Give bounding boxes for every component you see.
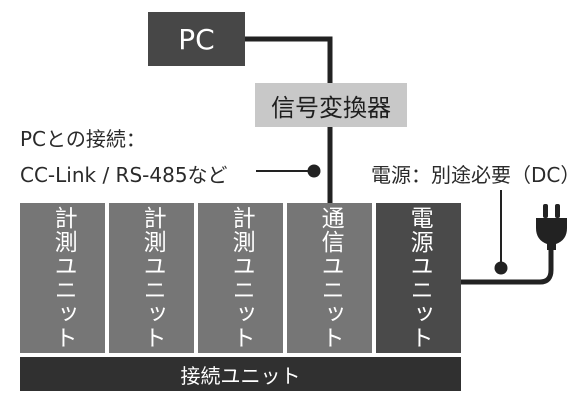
connection-unit-label: 接続ユニット: [180, 363, 301, 388]
power-unit: 電源ユニット: [376, 203, 461, 353]
unit-label: 計測ユニット: [139, 206, 166, 350]
connection-unit-base: 接続ユニット: [20, 357, 461, 391]
unit-label: 電源ユニット: [406, 206, 433, 350]
connection-note-dot: [307, 164, 321, 178]
signal-converter-label: 信号変換器: [271, 93, 391, 122]
measurement-unit-2: 計測ユニット: [109, 203, 194, 353]
power-note-dot: [494, 261, 508, 275]
power-note: 電源：別途必要（DC）: [371, 163, 579, 187]
signal-converter-box: 信号変換器: [255, 83, 407, 127]
power-cable: [461, 248, 554, 285]
connection-note-line2: CC-Link / RS-485など: [20, 163, 228, 187]
unit-label: 計測ユニット: [50, 206, 77, 350]
pc-box: PC: [148, 12, 245, 66]
pc-label: PC: [178, 22, 215, 56]
unit-label: 通信ユニット: [317, 206, 344, 350]
power-plug-icon: [536, 204, 567, 250]
measurement-unit-1: 計測ユニット: [20, 203, 105, 353]
measurement-unit-3: 計測ユニット: [198, 203, 283, 353]
pc-to-converter-wire: [245, 36, 333, 83]
communication-unit: 通信ユニット: [287, 203, 372, 353]
connection-note-line1: PCとの接続：: [20, 127, 146, 151]
unit-label: 計測ユニット: [228, 206, 255, 350]
